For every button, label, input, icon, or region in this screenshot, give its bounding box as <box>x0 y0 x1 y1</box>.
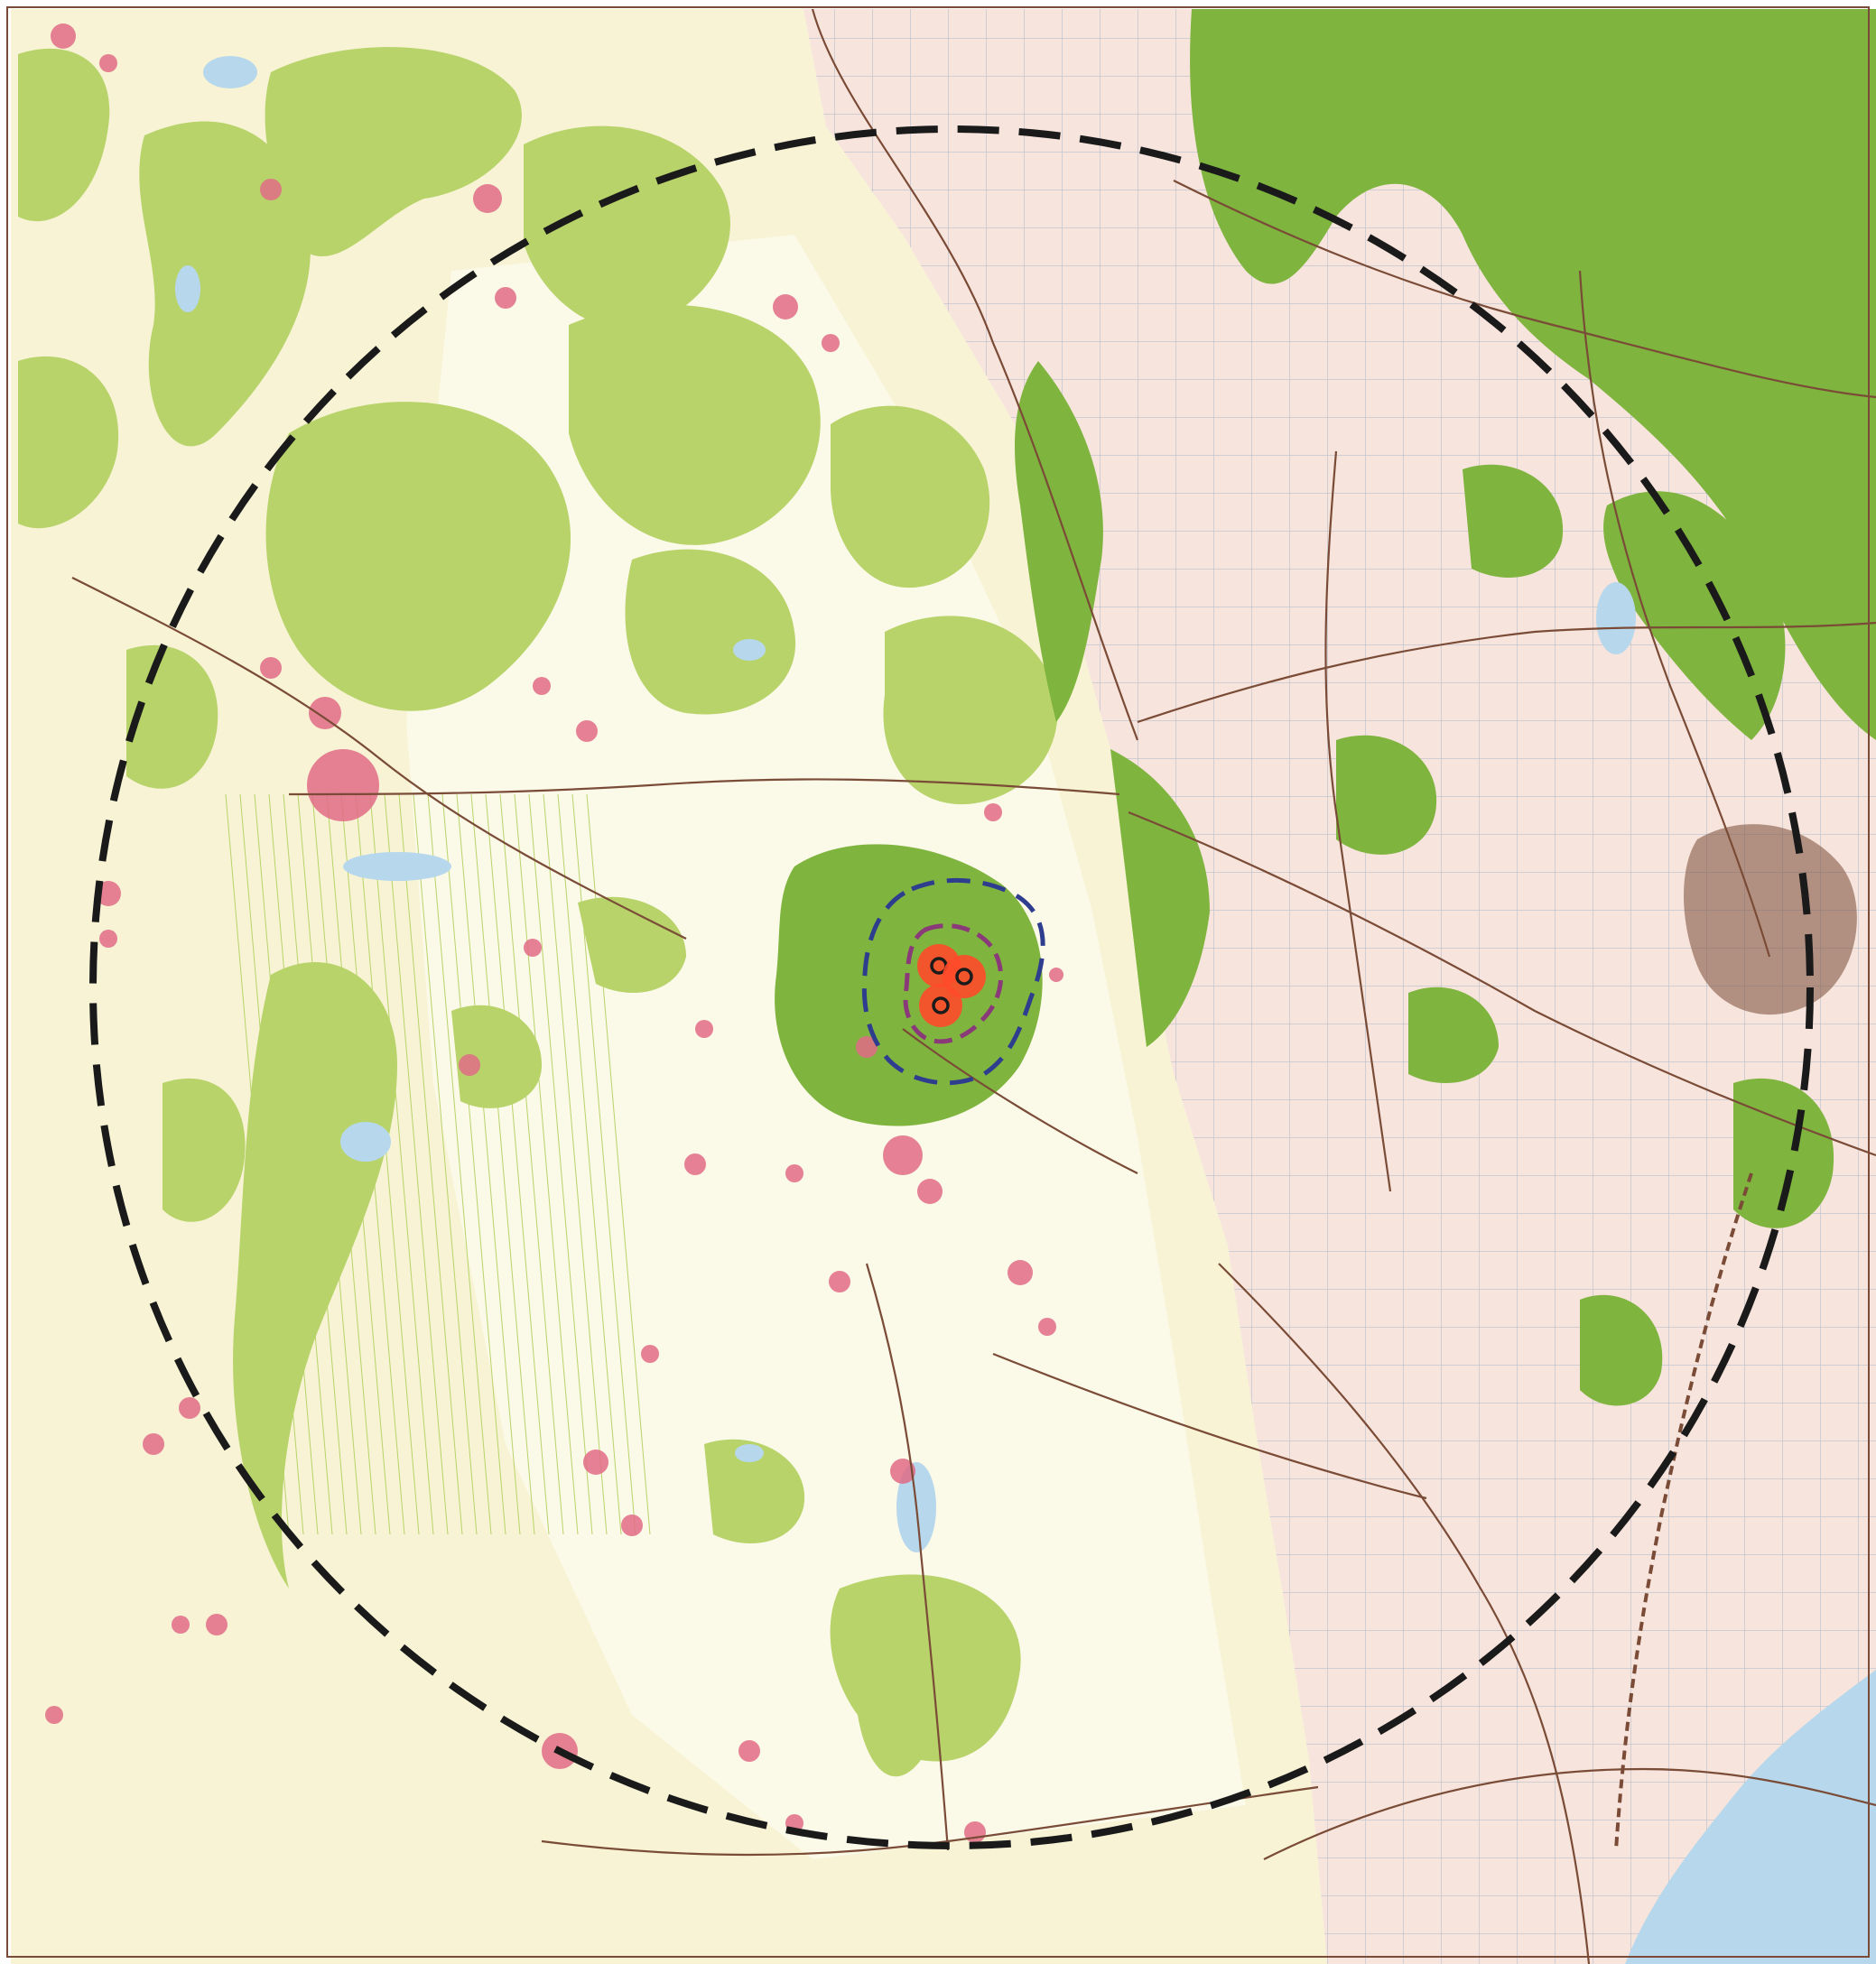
settlement-mark <box>179 1397 200 1419</box>
settlement-mark <box>856 1036 878 1058</box>
settlement-mark <box>260 179 282 200</box>
field-line <box>528 793 593 1535</box>
settlement-mark <box>99 930 117 948</box>
settlement-mark <box>309 697 341 729</box>
outer-zone-ring <box>89 125 1814 1849</box>
settlement-mark <box>1008 1260 1033 1285</box>
field-line <box>441 793 506 1535</box>
map-border <box>6 6 1870 1958</box>
settlement-mark <box>576 720 598 742</box>
field-line <box>499 793 564 1535</box>
settlement-mark <box>143 1433 164 1455</box>
field-line <box>427 793 492 1535</box>
field-line <box>586 793 651 1535</box>
settlement-mark <box>206 1614 228 1635</box>
settlement-mark <box>307 749 379 821</box>
settlement-mark <box>99 54 117 72</box>
settlement-mark <box>917 1179 943 1204</box>
settlement-mark <box>964 1821 986 1843</box>
forests-dark <box>775 9 1876 1406</box>
settlement-mark <box>260 657 282 679</box>
settlement-mark <box>890 1459 915 1484</box>
site-3[interactable] <box>919 984 962 1027</box>
settlement-mark <box>172 1616 190 1634</box>
settlement-mark <box>621 1515 643 1536</box>
settlement-mark <box>45 1706 63 1724</box>
field-line <box>571 793 636 1535</box>
settlement-mark <box>533 677 551 695</box>
settlement-mark <box>822 334 840 352</box>
field-line <box>398 793 463 1535</box>
settlement-mark <box>773 294 798 320</box>
field-line <box>470 793 535 1535</box>
settlement-mark <box>524 939 542 957</box>
roads <box>71 8 1876 1964</box>
settlement-mark <box>495 287 516 309</box>
railway <box>1614 1172 1753 1851</box>
field-line <box>369 793 434 1535</box>
field-line <box>543 793 608 1535</box>
settlement-mark <box>459 1054 480 1076</box>
settlement-mark <box>785 1164 803 1182</box>
settlement-mark <box>1038 1318 1056 1336</box>
settlement-mark <box>51 23 76 49</box>
field-line <box>413 793 478 1535</box>
site-2[interactable] <box>943 955 986 998</box>
settlement-mark <box>641 1345 659 1363</box>
settlement-mark <box>583 1450 608 1475</box>
settlement-mark <box>738 1740 760 1762</box>
field-line <box>514 793 579 1535</box>
field-line <box>456 793 521 1535</box>
settlement-mark <box>473 184 502 213</box>
middle-zone-ring <box>861 877 1045 1086</box>
settlement-mark <box>829 1271 850 1292</box>
field-line <box>557 793 622 1535</box>
east-city <box>1684 824 1857 1015</box>
field-line <box>384 793 449 1535</box>
forests-light <box>18 47 1058 1777</box>
field-line <box>485 793 550 1535</box>
settlement-mark <box>1049 968 1063 982</box>
settlement-mark <box>883 1135 923 1175</box>
settlement-mark <box>695 1020 713 1038</box>
water-bodies <box>175 56 1876 1964</box>
inner-zone-ring <box>903 923 1003 1044</box>
settlement-mark <box>684 1153 706 1175</box>
settlement-mark <box>984 803 1002 821</box>
